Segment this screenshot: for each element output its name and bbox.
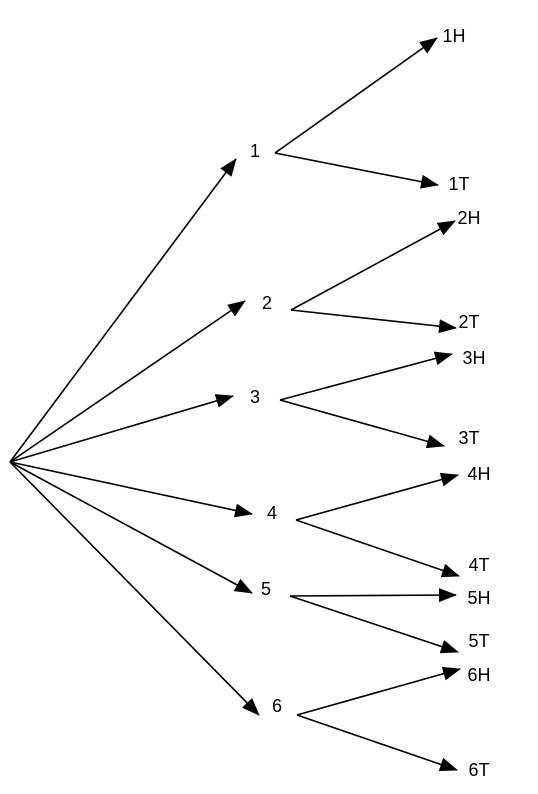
node-label-5T: 5T [468, 631, 489, 651]
edge-5-to-5H [289, 588, 457, 603]
node-label-4H: 4H [467, 464, 490, 484]
node-label-2T: 2T [458, 312, 479, 332]
node-label-1H: 1H [442, 26, 465, 46]
edge-3-to-3H [279, 351, 453, 401]
node-label-6: 6 [272, 696, 282, 716]
node-label-3T: 3T [458, 428, 479, 448]
edge-2-to-2T [290, 309, 457, 334]
node-label-1T: 1T [448, 174, 469, 194]
tree-labels: 1 2 3 4 5 6 1H 1T 2H 2T 3H 3T 4H 4T 5H 5T 6H 6T [250, 26, 491, 780]
edge-root-to-2 [9, 300, 246, 463]
edge-6-to-6H [296, 666, 461, 716]
edge-root-to-6 [9, 461, 260, 716]
node-label-4T: 4T [468, 555, 489, 575]
edge-4-to-4T [295, 519, 460, 578]
node-label-3H: 3H [462, 348, 485, 368]
tree-edges [9, 37, 461, 772]
edge-4-to-4H [295, 472, 459, 521]
edge-root-to-4 [9, 461, 253, 518]
edge-1-to-1H [274, 37, 438, 154]
edge-root-to-5 [9, 461, 253, 594]
node-label-3: 3 [250, 387, 260, 407]
edge-root-to-3 [9, 394, 234, 463]
node-label-5: 5 [261, 579, 271, 599]
edge-3-to-3T [279, 399, 445, 449]
node-label-2: 2 [262, 293, 272, 313]
node-label-6T: 6T [468, 760, 489, 780]
node-label-2H: 2H [457, 208, 480, 228]
edge-1-to-1T [274, 152, 439, 189]
node-label-1: 1 [250, 141, 260, 161]
node-label-5H: 5H [467, 588, 490, 608]
edge-6-to-6T [296, 714, 458, 772]
edge-root-to-1 [9, 158, 237, 463]
node-label-6H: 6H [467, 665, 490, 685]
edge-2-to-2H [290, 220, 456, 311]
edge-5-to-5T [289, 595, 459, 654]
node-label-4: 4 [267, 503, 277, 523]
